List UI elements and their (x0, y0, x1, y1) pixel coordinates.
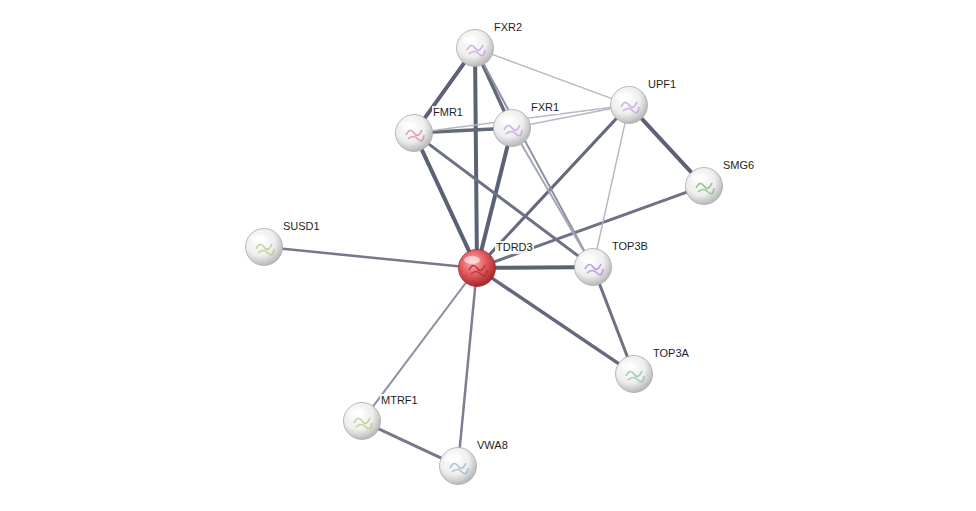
node-sphere (458, 249, 496, 287)
interaction-edge (642, 119, 691, 172)
node-sphere (685, 167, 723, 205)
interaction-edge (422, 150, 469, 251)
node-sphere (574, 248, 612, 286)
protein-label: SMG6 (722, 159, 755, 172)
protein-label: MTRF1 (380, 394, 419, 407)
interaction-edge (283, 249, 458, 266)
protein-node: VWA8 (439, 447, 477, 485)
highlight (580, 255, 596, 263)
node-sphere (343, 402, 381, 440)
structure-glyph (406, 130, 424, 141)
protein-label: TOP3B (611, 240, 649, 253)
node-sphere (439, 447, 477, 485)
structure-glyph (450, 463, 468, 474)
protein-node: TDRD3 (458, 249, 496, 287)
highlight (251, 235, 267, 243)
protein-label: UPF1 (647, 78, 677, 91)
structure-glyph (585, 264, 603, 275)
sphere (686, 168, 723, 205)
sphere (246, 229, 283, 266)
highlight (401, 121, 417, 129)
structure-glyph (469, 265, 487, 276)
protein-node: TOP3A (615, 355, 653, 393)
structure-glyph (354, 418, 372, 429)
interaction-edge (493, 55, 611, 99)
sphere (575, 249, 612, 286)
interaction-edge (493, 279, 619, 364)
interaction-edge (475, 67, 477, 249)
interaction-edge (496, 265, 574, 270)
protein-label: TDRD3 (495, 241, 534, 254)
interaction-edge (600, 285, 627, 357)
node-sphere (615, 355, 653, 393)
highlight (349, 409, 365, 417)
protein-node: MTRF1 (343, 402, 381, 440)
interaction-edge (460, 287, 475, 447)
structure-glyph (504, 125, 522, 136)
node-sphere (493, 109, 531, 147)
highlight (691, 174, 707, 182)
protein-label: FXR2 (493, 21, 523, 34)
highlight (464, 256, 480, 264)
sphere (457, 30, 494, 67)
node-sphere (245, 228, 283, 266)
sphere (440, 448, 477, 485)
protein-node: FMR1 (395, 114, 433, 152)
highlight (616, 93, 632, 101)
node-sphere (395, 114, 433, 152)
highlight (621, 362, 637, 370)
sphere (616, 356, 653, 393)
protein-node: UPF1 (610, 86, 648, 124)
highlight (445, 454, 461, 462)
sphere (396, 115, 433, 152)
interaction-edge (429, 144, 578, 255)
structure-glyph (626, 371, 644, 382)
protein-label: TOP3A (652, 347, 690, 360)
sphere (494, 110, 531, 147)
interaction-edge (483, 65, 504, 111)
highlight (462, 36, 478, 44)
interaction-edge (379, 429, 441, 458)
interaction-edge (522, 144, 584, 250)
protein-node: FXR2 (456, 29, 494, 67)
protein-node: FXR1 (493, 109, 531, 147)
sphere (344, 403, 381, 440)
structure-glyph (696, 183, 714, 194)
protein-node: TOP3B (574, 248, 612, 286)
interaction-edge (482, 146, 508, 249)
node-sphere (610, 86, 648, 124)
protein-label: SUSD1 (282, 220, 321, 233)
structure-glyph (621, 102, 639, 113)
protein-label: FXR1 (530, 101, 560, 114)
node-sphere (456, 29, 494, 67)
protein-label: VWA8 (476, 439, 509, 452)
sphere (611, 87, 648, 124)
protein-node: SUSD1 (245, 228, 283, 266)
protein-node: SMG6 (685, 167, 723, 205)
interaction-edge (373, 283, 465, 406)
sphere (459, 250, 496, 287)
interaction-edge (597, 124, 625, 249)
structure-glyph (467, 45, 485, 56)
protein-label: FMR1 (432, 106, 464, 119)
structure-glyph (256, 244, 274, 255)
highlight (499, 116, 515, 124)
